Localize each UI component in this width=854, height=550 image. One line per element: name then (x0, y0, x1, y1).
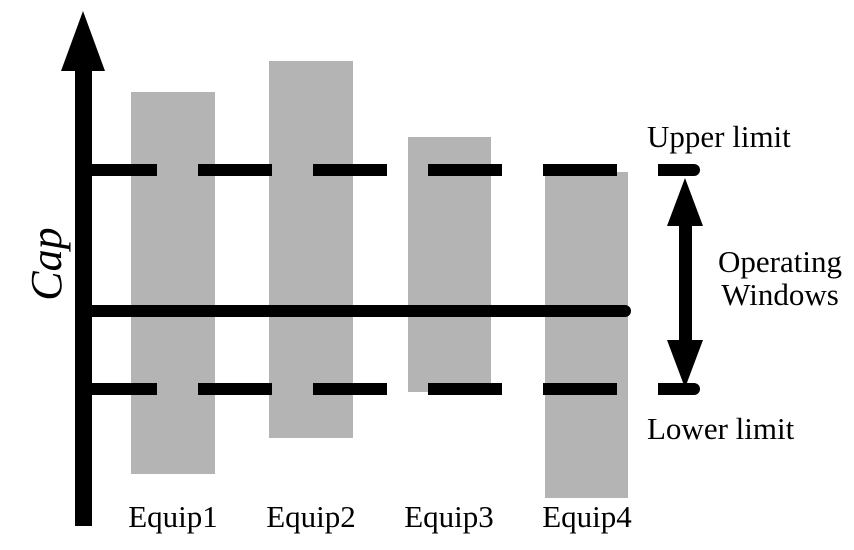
y-axis-title: Cap (22, 227, 71, 301)
bar-equip2 (269, 61, 353, 438)
bar-equip1 (131, 92, 215, 474)
bar-equip4 (545, 172, 628, 498)
y-axis-line (75, 58, 92, 526)
upper-limit-label: Upper limit (647, 119, 791, 154)
lower-limit-label: Lower limit (647, 411, 795, 446)
category-label-equip3: Equip3 (404, 499, 494, 534)
operating-windows-label: Operating Windows (718, 244, 842, 313)
lower-limit-line (83, 383, 700, 395)
center-line (83, 305, 631, 317)
operating-window-arrow-shaft (679, 196, 692, 368)
upper-limit-line (83, 164, 700, 176)
category-label-equip2: Equip2 (266, 499, 356, 534)
category-label-equip1: Equip1 (128, 499, 218, 534)
category-label-equip4: Equip4 (542, 499, 632, 534)
y-axis-arrow-icon (61, 11, 105, 71)
bar-equip3 (408, 137, 491, 392)
arrow-down-icon (667, 340, 703, 388)
